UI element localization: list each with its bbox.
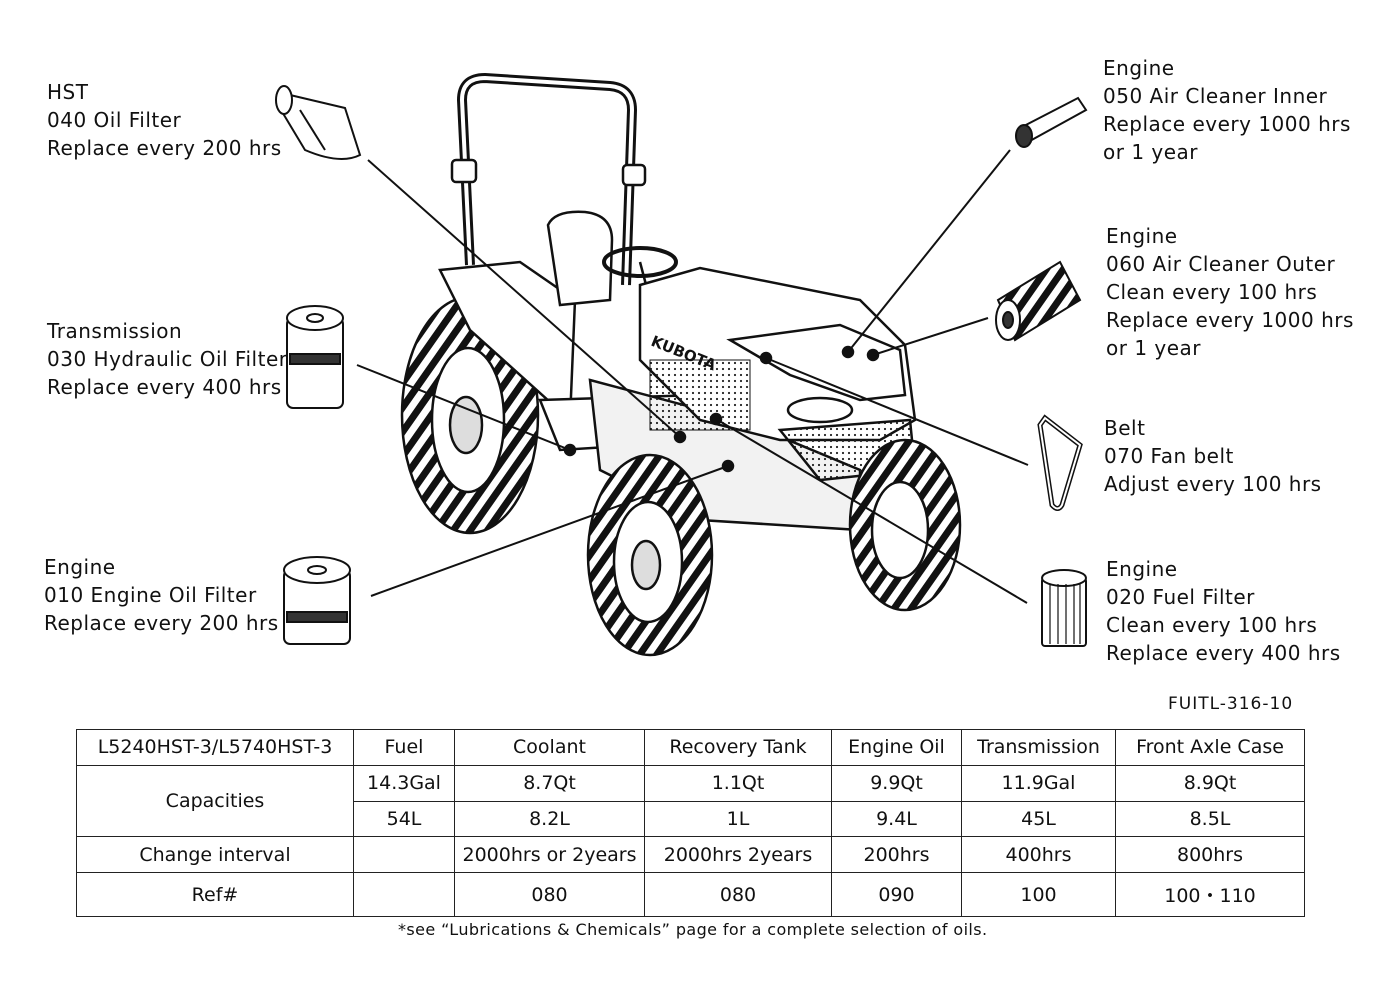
capacity-metric-cell: 9.4L [831, 800, 962, 838]
footnote: *see “Lubrications & Chemicals” page for… [398, 920, 988, 939]
header-front-axle-case: Front Axle Case [1115, 729, 1305, 766]
change-interval-cell: 200hrs [831, 836, 962, 874]
callout-transmission-part: 030 Hydraulic Oil Filter [47, 347, 288, 371]
callout-air-outer: Engine 060 Air Cleaner Outer Clean every… [1106, 222, 1354, 362]
callout-hst: HST 040 Oil Filter Replace every 200 hrs [47, 78, 282, 162]
callout-air-outer-replace: Replace every 1000 hrs [1106, 308, 1354, 332]
callout-air-outer-clean: Clean every 100 hrs [1106, 280, 1318, 304]
callout-air-inner-interval-2: or 1 year [1103, 140, 1199, 164]
ref-cell [353, 872, 455, 917]
capacity-metric-cell: 45L [961, 800, 1116, 838]
callout-air-inner-interval: Replace every 1000 hrs [1103, 112, 1351, 136]
callout-fuel: Engine 020 Fuel Filter Clean every 100 h… [1106, 555, 1341, 667]
header-transmission: Transmission [961, 729, 1116, 766]
figure-code: FUITL-316-10 [1168, 694, 1294, 714]
callout-belt: Belt 070 Fan belt Adjust every 100 hrs [1104, 414, 1322, 498]
fan-belt-icon [1037, 414, 1083, 511]
table-row-capacities-us: Capacities 14.3Gal 8.7Qt 1.1Qt 9.9Qt 11.… [76, 764, 1305, 838]
callout-engine-oil-interval: Replace every 200 hrs [44, 611, 279, 635]
callout-fuel-replace: Replace every 400 hrs [1106, 641, 1341, 665]
engine-oil-filter-icon [283, 556, 351, 645]
capacities-label: Capacities [76, 764, 354, 838]
capacity-metric-cell: 1L [644, 800, 832, 838]
air-cleaner-inner-icon [1015, 96, 1088, 148]
change-interval-cell [353, 836, 455, 874]
change-interval-cell: 400hrs [961, 836, 1116, 874]
callout-engine-oil-part: 010 Engine Oil Filter [44, 583, 257, 607]
tractor-drawing: KUBOTA [400, 72, 962, 657]
header-coolant: Coolant [454, 729, 645, 766]
table-row-capacities-metric: 54L 8.2L 1L 9.4L 45L 8.5L [77, 800, 1305, 838]
fuel-filter-icon [1041, 569, 1087, 647]
capacity-us-cell: 11.9Gal [961, 764, 1116, 802]
callout-air-outer-part: 060 Air Cleaner Outer [1106, 252, 1336, 276]
tractor-illustration: KUBOTA [275, 72, 1088, 657]
callout-air-outer-category: Engine [1106, 224, 1178, 248]
capacity-us-cell: 8.9Qt [1115, 764, 1305, 802]
ref-label: Ref# [76, 872, 354, 917]
callout-transmission-category: Transmission [47, 319, 183, 343]
callout-air-inner: Engine 050 Air Cleaner Inner Replace eve… [1103, 54, 1351, 166]
callout-hst-category: HST [47, 80, 89, 104]
hydraulic-oil-filter-icon [286, 305, 344, 409]
table-header-row: L5240HST-3/L5740HST-3 Fuel Coolant Recov… [76, 729, 1305, 766]
callout-belt-category: Belt [1104, 416, 1146, 440]
header-fuel: Fuel [353, 729, 455, 766]
callout-belt-interval: Adjust every 100 hrs [1104, 472, 1322, 496]
capacity-metric-cell: 8.2L [454, 800, 645, 838]
change-interval-cell: 800hrs [1115, 836, 1305, 874]
table-row-ref: Ref# 080 080 090 100 100・110 [76, 872, 1305, 917]
ref-cell: 080 [644, 872, 832, 917]
capacity-us-cell: 1.1Qt [644, 764, 832, 802]
capacity-us-cell: 8.7Qt [454, 764, 645, 802]
capacity-us-cell: 14.3Gal [353, 764, 455, 802]
callout-hst-part: 040 Oil Filter [47, 108, 182, 132]
ref-cell: 090 [831, 872, 962, 917]
header-engine-oil: Engine Oil [831, 729, 962, 766]
callout-air-inner-part: 050 Air Cleaner Inner [1103, 84, 1328, 108]
hst-oil-filter-icon [275, 85, 362, 160]
ref-cell: 100 [961, 872, 1116, 917]
ref-cell: 080 [454, 872, 645, 917]
model-cell: L5240HST-3/L5740HST-3 [76, 729, 354, 766]
callout-engine-oil: Engine 010 Engine Oil Filter Replace eve… [44, 553, 279, 637]
callout-engine-oil-category: Engine [44, 555, 116, 579]
callout-hst-interval: Replace every 200 hrs [47, 136, 282, 160]
table-row-change-interval: Change interval 2000hrs or 2years 2000hr… [76, 836, 1305, 874]
callout-belt-part: 070 Fan belt [1104, 444, 1234, 468]
change-interval-label: Change interval [76, 836, 354, 874]
callout-air-outer-replace-2: or 1 year [1106, 336, 1202, 360]
callout-transmission: Transmission 030 Hydraulic Oil Filter Re… [47, 317, 287, 401]
callout-fuel-clean: Clean every 100 hrs [1106, 613, 1318, 637]
air-cleaner-outer-icon [995, 260, 1082, 342]
change-interval-cell: 2000hrs 2years [644, 836, 832, 874]
leader-lines [356, 149, 1029, 604]
change-interval-cell: 2000hrs or 2years [454, 836, 645, 874]
callout-fuel-part: 020 Fuel Filter [1106, 585, 1255, 609]
capacity-metric-cell: 8.5L [1115, 800, 1305, 838]
capacities-table: L5240HST-3/L5740HST-3 Fuel Coolant Recov… [76, 729, 1305, 917]
capacity-us-cell: 9.9Qt [831, 764, 962, 802]
ref-cell: 100・110 [1115, 872, 1305, 917]
header-recovery-tank: Recovery Tank [644, 729, 832, 766]
callout-air-inner-category: Engine [1103, 56, 1175, 80]
callout-transmission-interval: Replace every 400 hrs [47, 375, 282, 399]
callout-fuel-category: Engine [1106, 557, 1178, 581]
capacity-metric-cell: 54L [353, 800, 455, 838]
